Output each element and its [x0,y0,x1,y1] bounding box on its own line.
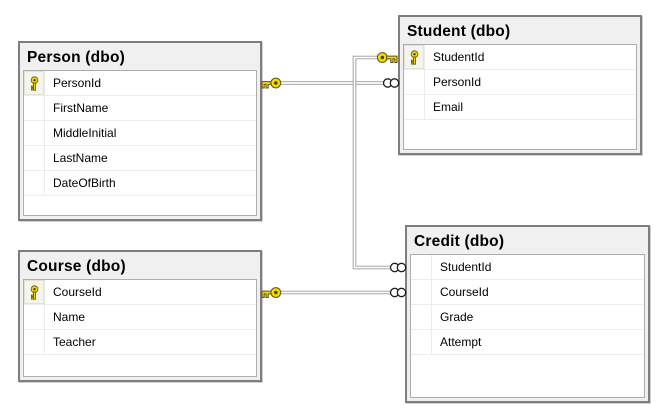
table-row-courseid[interactable]: CourseId [411,280,644,305]
column-name: LastName [53,151,108,165]
column-name: Email [433,100,464,114]
row-selector-cell [24,305,45,329]
primary-key-cell [24,280,45,304]
table-row-personid[interactable]: PersonId [24,71,256,96]
column-name: StudentId [433,50,485,64]
table-person-title: Person (dbo) [27,49,125,66]
row-selector-cell [24,121,45,145]
table-student-columns: StudentId PersonId Email [403,44,637,150]
row-selector-cell [411,330,432,354]
primary-key-icon [30,75,38,91]
table-row-name[interactable]: Name [24,305,256,330]
relationship-person-student[interactable] [261,77,400,89]
column-name: CourseId [440,285,489,299]
table-row-firstname[interactable]: FirstName [24,96,256,121]
infinity-end-icon [382,78,400,88]
column-name: StudentId [440,260,492,274]
table-row-studentid[interactable]: StudentId [411,255,644,280]
row-selector-cell [24,330,45,354]
table-credit[interactable]: Credit (dbo) StudentId CourseId Grade At… [405,225,650,403]
primary-key-cell [404,45,425,69]
row-selector-cell [24,146,45,170]
empty-row-area[interactable] [24,355,256,376]
empty-row-area[interactable] [404,120,636,149]
table-row-middleinitial[interactable]: MiddleInitial [24,121,256,146]
table-row-teacher[interactable]: Teacher [24,330,256,355]
primary-key-icon [410,49,418,65]
table-student-title: Student (dbo) [407,23,511,40]
infinity-end-icon [389,262,407,273]
key-end-icon [261,287,282,298]
table-row-studentid[interactable]: StudentId [404,45,636,70]
row-selector-cell [411,305,432,329]
table-course-title: Course (dbo) [27,258,126,275]
row-selector-cell [404,70,425,94]
column-name: Attempt [440,335,482,349]
key-end-icon [376,52,398,63]
column-name: Name [53,310,86,324]
table-credit-columns: StudentId CourseId Grade Attempt [410,254,645,398]
relationship-course-credit[interactable] [261,287,407,298]
table-row-lastname[interactable]: LastName [24,146,256,171]
table-row-grade[interactable]: Grade [411,305,644,330]
column-name: Grade [440,310,474,324]
row-selector-cell [411,255,432,279]
table-student[interactable]: Student (dbo) StudentId PersonId Email [398,15,642,155]
infinity-end-icon [389,287,407,298]
column-name: DateOfBirth [53,176,116,190]
column-name: FirstName [53,101,109,115]
column-name: CourseId [53,285,102,299]
table-row-dateofbirth[interactable]: DateOfBirth [24,171,256,196]
key-end-icon [261,77,282,89]
table-person-columns: PersonId FirstName MiddleInitial LastNam… [23,70,257,216]
table-row-email[interactable]: Email [404,95,636,120]
column-name: Teacher [53,335,96,349]
column-name: MiddleInitial [53,126,117,140]
column-name: PersonId [53,76,102,90]
primary-key-cell [24,71,45,95]
row-selector-cell [24,171,45,195]
row-selector-cell [411,280,432,304]
column-name: PersonId [433,75,482,89]
table-row-attempt[interactable]: Attempt [411,330,644,355]
table-course[interactable]: Course (dbo) CourseId Name Teacher [18,250,262,382]
primary-key-icon [30,284,38,300]
table-course-columns: CourseId Name Teacher [23,279,257,377]
empty-row-area[interactable] [411,355,644,397]
table-credit-title: Credit (dbo) [414,233,505,250]
empty-row-area[interactable] [24,196,256,215]
row-selector-cell [404,95,425,119]
table-row-personid[interactable]: PersonId [404,70,636,95]
table-row-courseid[interactable]: CourseId [24,280,256,305]
table-person[interactable]: Person (dbo) PersonId FirstName MiddleI [18,41,262,221]
row-selector-cell [24,96,45,120]
